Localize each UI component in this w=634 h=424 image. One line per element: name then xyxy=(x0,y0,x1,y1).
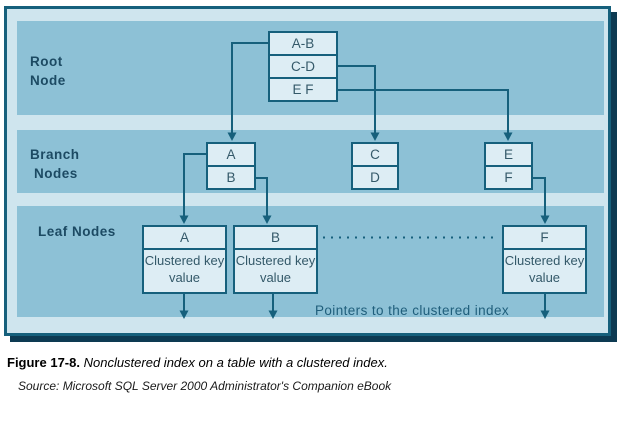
branch-node-cell-b: B xyxy=(208,165,254,188)
branch-node-box-ab: A B xyxy=(206,142,256,190)
leaf-nodes-label: Leaf Nodes xyxy=(38,224,116,239)
root-node-label: Root Node xyxy=(30,52,66,90)
connector-arrows xyxy=(179,42,550,319)
root-node-cell-cd: C-D xyxy=(270,54,336,77)
leaf-node-value-f: Clustered key value xyxy=(504,248,585,292)
branch-nodes-label-line1: Branch xyxy=(30,147,80,162)
branch-node-box-cd: C D xyxy=(351,142,399,190)
figure-caption: Figure 17-8. Nonclustered index on a tab… xyxy=(7,355,388,370)
branch-node-cell-e: E xyxy=(503,147,513,162)
branch-node-box-ef: E F xyxy=(484,142,533,190)
leaf-node-value-a: Clustered key value xyxy=(144,248,225,292)
figure-source: Source: Microsoft SQL Server 2000 Admini… xyxy=(18,379,392,393)
branch-node-cell-f: F xyxy=(486,165,531,188)
leaf-node-box-a: A Clustered key value xyxy=(142,225,227,294)
root-node-cell-ab: A-B xyxy=(291,36,315,51)
index-structure-diagram: Root Node Branch Nodes Leaf Nodes A-B C-… xyxy=(4,6,611,336)
leaf-node-box-b: B Clustered key value xyxy=(233,225,318,294)
leaf-node-key-f: F xyxy=(540,230,549,245)
leaf-node-value-b: Clustered key value xyxy=(235,248,316,292)
figure-number: Figure 17-8. xyxy=(7,355,80,370)
figure-title: Nonclustered index on a table with a clu… xyxy=(83,355,388,370)
leaf-node-box-f: F Clustered key value xyxy=(502,225,587,294)
branch-node-cell-c: C xyxy=(370,147,380,162)
branch-node-cell-a: A xyxy=(226,147,236,162)
root-node-label-line1: Root xyxy=(30,54,63,69)
branch-nodes-label-line2: Nodes xyxy=(34,166,78,181)
leaf-node-key-b: B xyxy=(270,230,280,245)
root-node-cell-ef: E F xyxy=(270,77,336,100)
branch-node-cell-d: D xyxy=(353,165,397,188)
root-node-box: A-B C-D E F xyxy=(268,31,338,102)
pointers-annotation: Pointers to the clustered index xyxy=(315,303,510,318)
branch-nodes-label: Branch Nodes xyxy=(30,145,80,183)
leaf-node-key-a: A xyxy=(179,230,189,245)
root-node-label-line2: Node xyxy=(30,73,66,88)
